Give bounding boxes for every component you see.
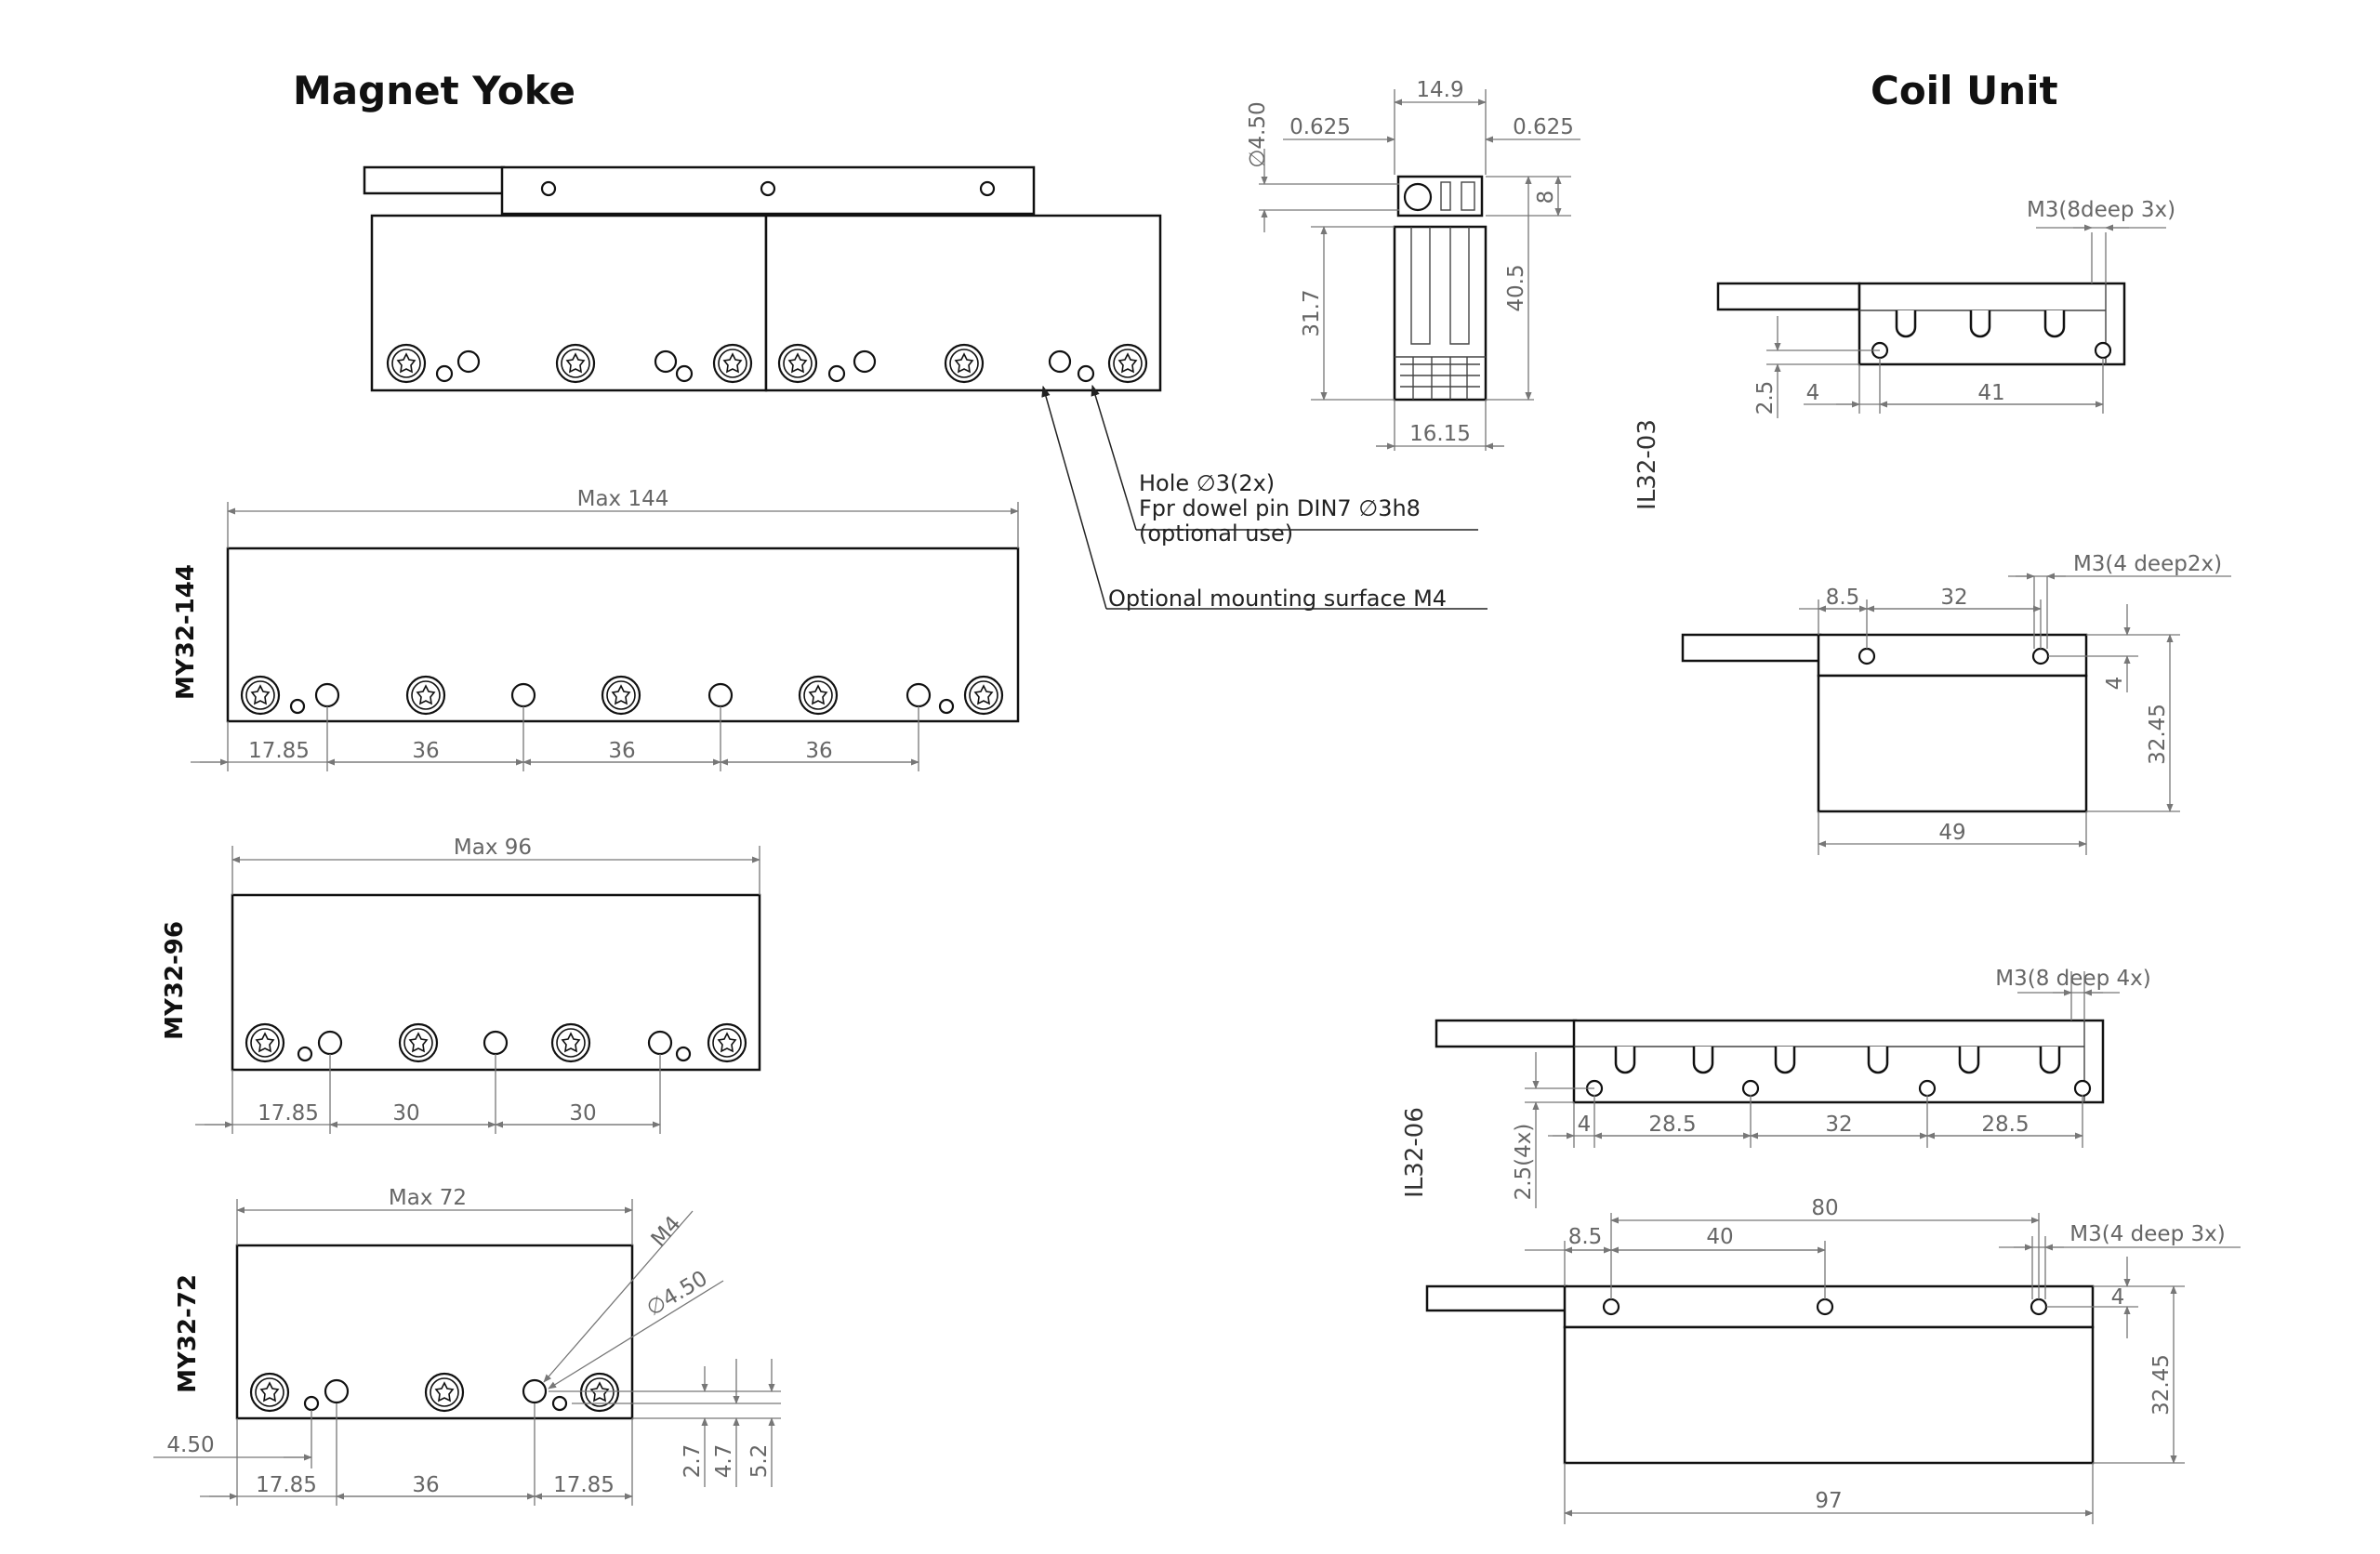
il32-03-d8-5: 8.5 [1826,586,1860,610]
dim-body-height: 31.7 [1300,289,1324,336]
il32-03-coil-top [1716,282,2126,366]
hole-note-line2: Fpr dowel pin DIN7 ∅3h8 [1139,495,1421,521]
screw-icon [777,343,818,384]
my32-72-v1: 2.7 [681,1444,705,1479]
il32-03-h32-45: 32.45 [2146,704,2170,765]
il32-03-d41: 41 [1977,381,2004,405]
my32-72-m4: M4 [647,1212,686,1252]
il32-06-m3-side: M3(4 deep 3x) [2069,1222,2225,1246]
my32-72-yoke [235,1244,634,1420]
il32-06-d28-5a: 28.5 [1648,1113,1696,1137]
screw-icon [398,1022,439,1063]
screw-icon [712,343,753,384]
il32-06-d8-5: 8.5 [1568,1225,1603,1249]
coil-unit-title: Coil Unit [1871,68,2058,113]
il32-03-label: IL32-03 [1633,419,1661,510]
my32-96-max: Max 96 [454,836,532,860]
my32-144-label: MY32-144 [172,564,200,700]
hole-note-line1: Hole ∅3(2x) [1139,470,1275,496]
screw-icon [386,343,427,384]
il32-03-v2-5: 2.5 [1753,381,1778,415]
my32-144-yoke [226,547,1020,723]
il32-06-d28-5b: 28.5 [1981,1113,2029,1137]
il32-06-v4: 4 [2111,1285,2125,1310]
il32-03-v4: 4 [2103,677,2127,691]
screw-icon [240,675,281,716]
screw-icon [249,1372,290,1413]
my32-144-d1: 17.85 [248,739,310,763]
screw-icon [550,1022,591,1063]
il32-06-h32-45: 32.45 [2149,1354,2174,1416]
dim-base-width: 16.15 [1409,422,1471,446]
il32-06-d32: 32 [1825,1113,1852,1137]
my32-96-yoke [231,893,761,1072]
my32-72-d2: 36 [412,1473,439,1497]
my32-72-v3: 5.2 [747,1444,772,1479]
screw-icon [707,1022,747,1063]
hole-note-line3: (optional use) [1139,520,1293,547]
il32-06-d4: 4 [1578,1113,1592,1137]
screw-icon [405,675,446,716]
screw-icon [944,343,985,384]
my32-72-d1: 17.85 [256,1473,317,1497]
il32-06-v2-5: 2.5(4x) [1512,1124,1536,1201]
my32-72-d3: 17.85 [553,1473,615,1497]
screw-icon [424,1372,465,1413]
dim-total-height: 40.5 [1504,264,1528,311]
my32-96-d3: 30 [569,1101,596,1126]
yoke-cross-section [1393,175,1488,402]
il32-06-m3-top: M3(8 deep 4x) [1995,967,2150,991]
screw-icon [963,675,1004,716]
dim-left-offset: 0.625 [1289,115,1351,139]
my32-144-d2: 36 [412,739,439,763]
my32-96-d2: 30 [392,1101,419,1126]
magnet-yoke-title: Magnet Yoke [293,68,575,113]
il32-03-w49: 49 [1938,821,1965,845]
il32-03-d4: 4 [1806,381,1820,405]
screw-icon [555,343,596,384]
il32-06-d80: 80 [1811,1196,1838,1220]
il32-03-m3-side: M3(4 deep2x) [2073,552,2222,576]
screw-icon [601,675,641,716]
screw-icon [798,675,839,716]
dim-top-height: 8 [1534,191,1558,204]
il32-06-label: IL32-06 [1401,1107,1429,1198]
my32-144-max: Max 144 [577,487,669,511]
my32-72-label: MY32-72 [174,1274,202,1393]
my32-144-d3: 36 [608,739,635,763]
il32-03-m3-top: M3(8deep 3x) [2027,198,2175,222]
mounting-note: Optional mounting surface M4 [1108,586,1447,612]
my32-72-v2: 4.7 [712,1444,736,1479]
dim-hole-diameter: ∅4.50 [1246,101,1270,167]
il32-06-d40: 40 [1706,1225,1733,1249]
screw-icon [245,1022,285,1063]
il32-06-coil-side [1425,1284,2095,1465]
screw-icon [579,1372,620,1413]
my32-96-label: MY32-96 [161,921,189,1040]
my32-72-left: 4.50 [166,1433,214,1457]
il32-03-d32: 32 [1940,586,1967,610]
il32-06-coil-top [1435,1019,2105,1104]
my32-72-max: Max 72 [389,1186,467,1210]
dim-right-offset: 0.625 [1513,115,1574,139]
dim-width: 14.9 [1416,78,1463,102]
screw-icon [1107,343,1148,384]
my32-96-d1: 17.85 [258,1101,319,1126]
my32-144-d4: 36 [805,739,832,763]
il32-06-w97: 97 [1815,1489,1842,1513]
magnet-yoke-assembly [363,165,1162,392]
il32-03-coil-side [1681,633,2088,813]
